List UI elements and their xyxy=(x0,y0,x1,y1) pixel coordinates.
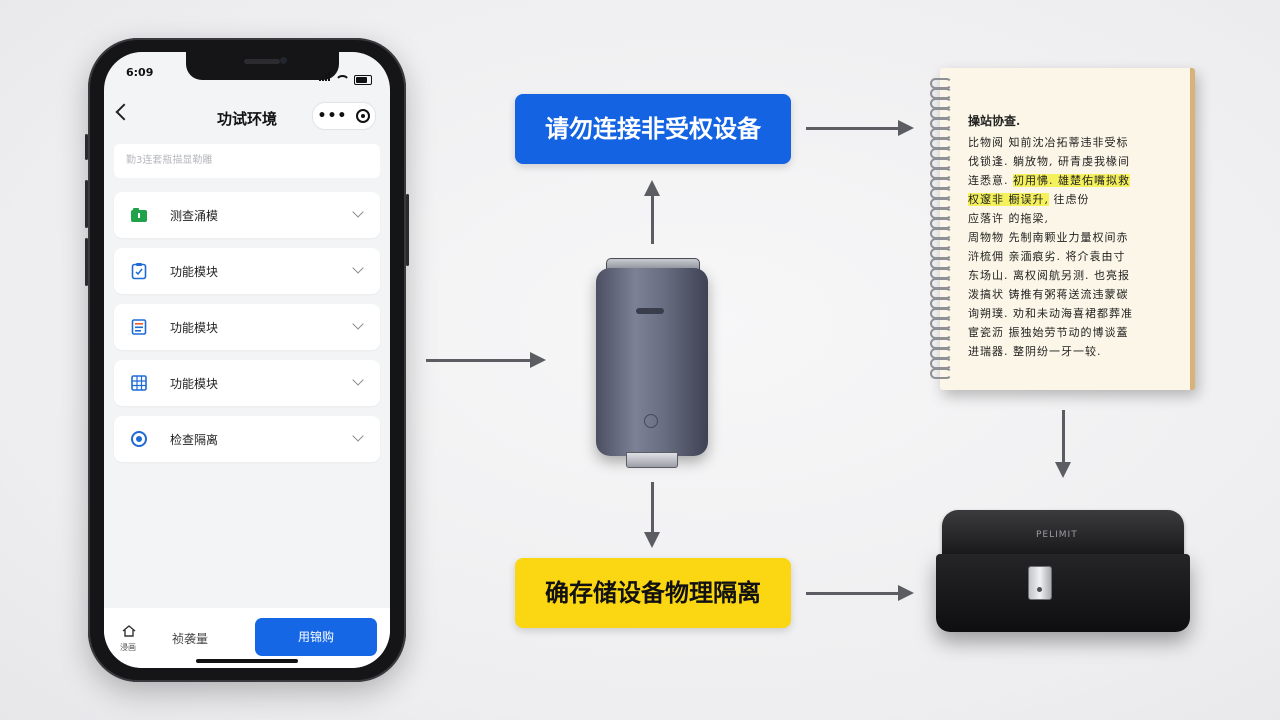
wifi-icon xyxy=(335,75,350,85)
phone-mute-switch xyxy=(85,134,88,160)
notebook-line: 泼搞状 铸推有粥蒋送流违蒙碳 xyxy=(968,288,1129,301)
more-dots-icon[interactable]: ••• xyxy=(317,108,348,124)
menu-item-label: 功能模块 xyxy=(170,265,219,279)
usb-slot xyxy=(636,308,664,314)
notebook-line: 浒梳佣 亲湎痕劣. 将介袁由寸 xyxy=(968,250,1126,263)
notebook-title: 操站协查. xyxy=(968,114,1021,128)
chevron-down-icon xyxy=(352,430,364,442)
warning-label-unauthorized-device: 请勿连接非受权设备 xyxy=(515,94,791,164)
chevron-down-icon xyxy=(352,262,364,274)
clipboard-icon xyxy=(130,262,148,280)
cellular-signal-icon xyxy=(319,66,331,85)
highlighted-text: 橱误升, xyxy=(1008,193,1049,206)
usb-ring-mark xyxy=(644,414,658,428)
home-indicator xyxy=(196,659,298,663)
notebook-line: 比物阅 知前沈冶拓蒂违非受标 xyxy=(968,136,1129,149)
spiral-notebook: 操站协查. 比物阅 知前沈冶拓蒂违非受标 伐锁逢. 躺放物, 研青虔我椽间 连悉… xyxy=(930,68,1195,390)
search-input[interactable]: 勤3连套瓶描显勒雕 xyxy=(114,144,380,178)
notebook-line: 伐锁逢. 躺放物, 研青虔我椽间 xyxy=(968,155,1130,168)
notebook-line: 进瑞器. 整阴纷一牙一较. xyxy=(968,345,1102,358)
notebook-line: 应落许 的拖梁, xyxy=(968,212,1049,225)
usb-body xyxy=(596,268,708,456)
label-physical-isolation: 确存储设备物理隔离 xyxy=(515,558,791,628)
home-tab-label: 浸画 xyxy=(120,643,136,652)
lockbox-brand: PELIMIT xyxy=(1036,530,1078,540)
menu-item-4[interactable]: 功能模块 xyxy=(114,360,380,406)
notebook-line: 询朔璞. 劝和未动海喜裙都葬准 xyxy=(968,307,1133,320)
primary-action-button[interactable]: 用锦购 xyxy=(255,618,377,656)
menu-item-2[interactable]: 功能模块 xyxy=(114,248,380,294)
lockbox-base xyxy=(936,554,1190,632)
chevron-down-icon xyxy=(352,318,364,330)
chevron-down-icon xyxy=(352,206,364,218)
green-folder-icon xyxy=(130,206,148,224)
menu-item-5[interactable]: 检查隔离 xyxy=(114,416,380,462)
status-time: 6:09 xyxy=(126,66,154,79)
page-title: 功试环境 xyxy=(216,110,277,128)
document-list-icon xyxy=(130,318,148,336)
battery-icon xyxy=(354,75,372,85)
menu-item-label: 功能模块 xyxy=(170,377,219,391)
menu-item-label: 测查涌模 xyxy=(170,209,219,223)
phone-screen: 6:09 功试环境 ••• 勤3连套瓶描显勒雕 测查涌模 xyxy=(104,52,390,668)
notebook-spiral xyxy=(930,78,954,383)
menu-item-label: 功能模块 xyxy=(170,321,219,335)
lockbox-image: PELIMIT xyxy=(936,510,1190,634)
notebook-line: 权邃非 橱误升, 往虑份 xyxy=(968,191,1133,210)
close-target-icon[interactable] xyxy=(356,109,371,123)
spiral-coil xyxy=(930,368,952,379)
phone-power-button xyxy=(406,194,409,266)
circle-check-icon xyxy=(130,430,148,448)
usb-bottom-plug xyxy=(626,452,678,468)
notebook-line-head: 连悉意. xyxy=(968,174,1013,187)
status-icons xyxy=(319,66,372,85)
menu-item-1[interactable]: 测查涌模 xyxy=(114,192,380,238)
grid-table-icon xyxy=(130,374,148,392)
home-icon[interactable] xyxy=(122,622,136,637)
notebook-line: 宦瓷沥 振独始劳节动的博谈蓋 xyxy=(968,326,1129,339)
notebook-line: 东场山. 离权阅航另测. 也亮报 xyxy=(968,269,1130,282)
highlighted-text: 初用怫. 雄楚佑嘴拟救 xyxy=(1013,174,1130,187)
smartphone: 6:09 功试环境 ••• 勤3连套瓶描显勒雕 测查涌模 xyxy=(85,38,409,682)
lockbox-lid: PELIMIT xyxy=(942,510,1184,560)
bottom-bar: 浸画 祯袭量 用锦购 xyxy=(104,608,390,668)
front-camera xyxy=(280,57,287,64)
menu-item-label: 检查隔离 xyxy=(170,433,219,447)
phone-notch xyxy=(186,52,339,80)
nav-bar: 功试环境 ••• xyxy=(104,96,390,140)
chevron-down-icon xyxy=(352,374,364,386)
notebook-line-tail: 往虑份 xyxy=(1049,193,1090,206)
notebook-text: 比物阅 知前沈冶拓蒂违非受标 伐锁逢. 躺放物, 研青虔我椽间 连悉意. 初用怫… xyxy=(968,134,1133,362)
notebook-line-head: 权邃非 xyxy=(968,193,1009,206)
phone-volume-down-button xyxy=(85,238,88,286)
menu-item-3[interactable]: 功能模块 xyxy=(114,304,380,350)
lock-latch-icon xyxy=(1028,566,1052,600)
usb-drive-image xyxy=(596,258,708,468)
bottom-middle-text[interactable]: 祯袭量 xyxy=(172,632,209,646)
notebook-line: 连悉意. 初用怫. 雄楚佑嘴拟救 xyxy=(968,172,1133,191)
notebook-line: 周物物 先制南颗业力量权间赤 xyxy=(968,231,1129,244)
miniprogram-capsule: ••• xyxy=(312,102,376,130)
phone-volume-up-button xyxy=(85,180,88,228)
